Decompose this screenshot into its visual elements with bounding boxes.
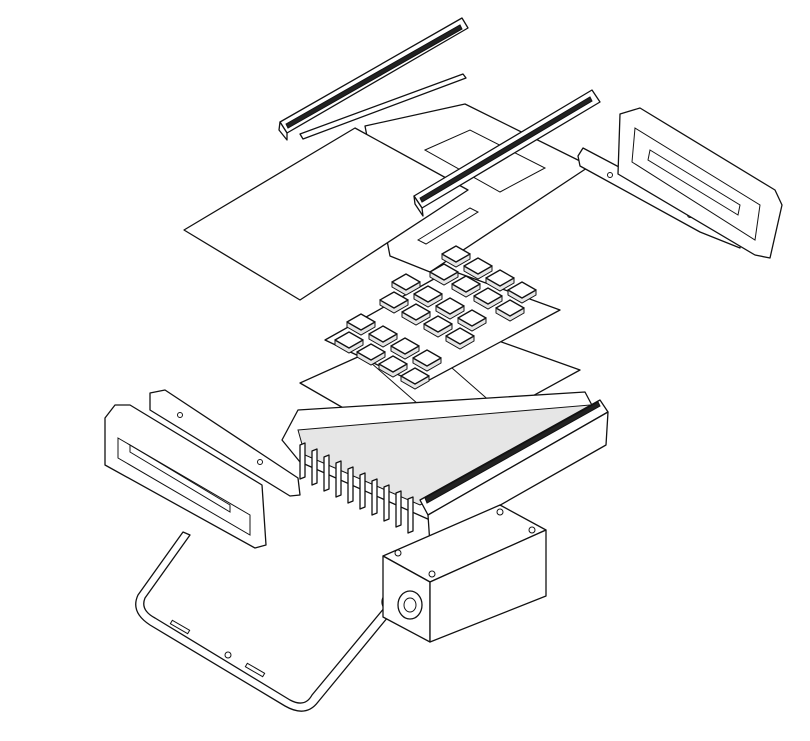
led-package (429, 263, 459, 286)
led-package (441, 245, 471, 268)
heatsink-fins (299, 442, 414, 534)
fin (383, 484, 390, 522)
fin (359, 472, 366, 510)
fin (395, 490, 402, 528)
cable-gland (397, 590, 423, 620)
led-package (391, 273, 421, 296)
led-package (495, 299, 525, 322)
led-package (400, 367, 430, 390)
left-gasket-plate (149, 389, 301, 497)
driver-box (382, 504, 547, 643)
led-package (346, 313, 376, 336)
led-package (445, 327, 475, 350)
led-package (507, 281, 537, 304)
led-package (334, 331, 364, 354)
led-package (368, 325, 398, 348)
led-package (412, 349, 442, 372)
heatsink (281, 391, 609, 546)
fin (407, 496, 414, 534)
fin (299, 442, 306, 480)
fin (311, 448, 318, 486)
led-package (378, 355, 408, 378)
left-end-cap (104, 404, 267, 549)
seal-strip (299, 73, 467, 140)
middle-rail (413, 89, 601, 217)
led-array (334, 245, 537, 390)
led-package (485, 269, 515, 292)
led-package (423, 315, 453, 338)
led-package (390, 337, 420, 360)
right-end-cap (617, 107, 783, 259)
fin (335, 460, 342, 498)
led-package (451, 275, 481, 298)
top-rail (278, 17, 469, 141)
led-package (379, 291, 409, 314)
led-package (435, 297, 465, 320)
led-package (356, 343, 386, 366)
led-package (401, 303, 431, 326)
diffuser-sheet (183, 127, 469, 301)
led-package (413, 285, 443, 308)
led-package (463, 257, 493, 280)
led-package (473, 287, 503, 310)
mounting-bracket (135, 531, 403, 712)
fin (371, 478, 378, 516)
fin (347, 466, 354, 504)
led-package (457, 309, 487, 332)
fin (323, 454, 330, 492)
